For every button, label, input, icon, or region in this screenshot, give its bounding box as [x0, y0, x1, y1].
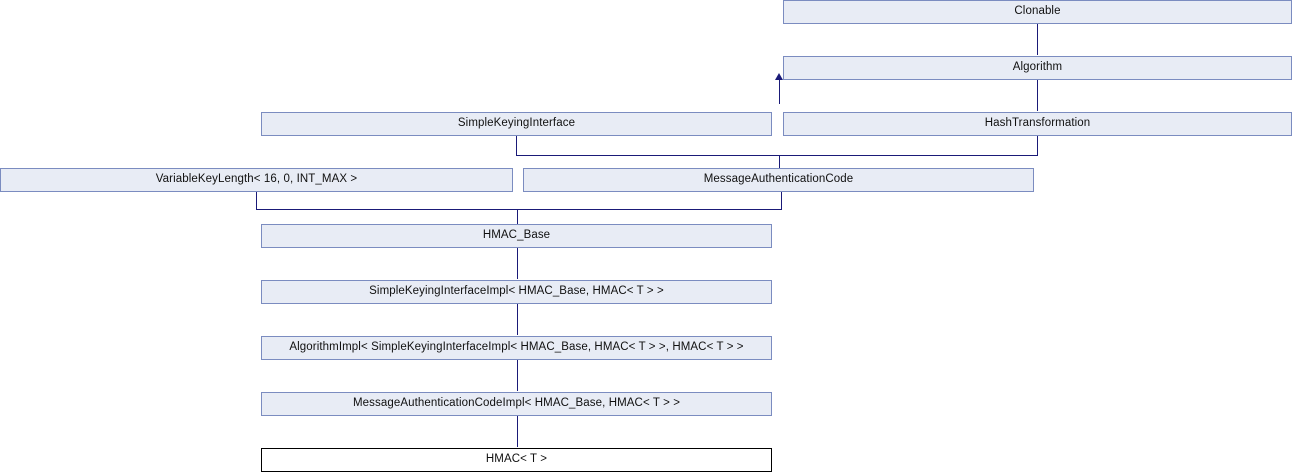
- edge-bus-hmacbase-parents-left-riser: [256, 192, 257, 210]
- node-algorithmimpl[interactable]: AlgorithmImpl< SimpleKeyingInterfaceImpl…: [261, 336, 772, 360]
- node-label: MessageAuthenticationCodeImpl< HMAC_Base…: [352, 397, 681, 410]
- edge-bus-hmacbase-parents-right-riser: [781, 192, 782, 210]
- node-label: VariableKeyLength< 16, 0, INT_MAX >: [155, 173, 358, 186]
- edge-bus-mac-parents-drop: [779, 155, 780, 168]
- node-label: HMAC< T >: [485, 453, 548, 466]
- node-label: MessageAuthenticationCode: [703, 173, 854, 186]
- node-label: SimpleKeyingInterfaceImpl< HMAC_Base, HM…: [369, 285, 664, 298]
- edge-messageauthenticationcodeimpl-to-algorithmimpl: [517, 360, 518, 391]
- node-variablekeylength[interactable]: VariableKeyLength< 16, 0, INT_MAX >: [0, 168, 513, 192]
- arrowhead-algorithm-from-simplekeyinginterface: [775, 73, 783, 80]
- node-clonable[interactable]: Clonable: [783, 0, 1292, 24]
- node-hmac[interactable]: HMAC< T >: [261, 448, 772, 472]
- node-algorithm[interactable]: Algorithm: [783, 56, 1292, 80]
- edge-hmac-to-messageauthenticationcodeimpl: [517, 416, 518, 447]
- node-label: Algorithm: [1012, 61, 1063, 74]
- edge-bus-mac-parents-left-riser: [516, 136, 517, 156]
- edge-simplekeyinginterface-to-algorithm-riser: [779, 80, 780, 104]
- edge-algorithm-to-clonable: [1037, 24, 1038, 55]
- node-simplekeyinginterface[interactable]: SimpleKeyingInterface: [261, 112, 772, 136]
- node-label: Clonable: [1014, 5, 1061, 18]
- edge-bus-hmacbase-parents-drop: [517, 209, 518, 224]
- node-label: AlgorithmImpl< SimpleKeyingInterfaceImpl…: [289, 341, 744, 354]
- node-simplekeyinginterfaceimpl[interactable]: SimpleKeyingInterfaceImpl< HMAC_Base, HM…: [261, 280, 772, 304]
- edge-simplekeyinginterfaceimpl-to-hmacbase: [517, 248, 518, 279]
- edge-bus-mac-parents: [516, 155, 1038, 156]
- edge-hashtransformation-to-algorithm: [1037, 80, 1038, 111]
- node-messageauthenticationcodeimpl[interactable]: MessageAuthenticationCodeImpl< HMAC_Base…: [261, 392, 772, 416]
- node-hashtransformation[interactable]: HashTransformation: [783, 112, 1292, 136]
- edge-bus-hmacbase-parents: [256, 209, 782, 210]
- node-label: SimpleKeyingInterface: [457, 117, 576, 130]
- node-label: HMAC_Base: [482, 229, 551, 242]
- node-label: HashTransformation: [984, 117, 1091, 130]
- edge-algorithmimpl-to-simplekeyinginterfaceimpl: [517, 304, 518, 335]
- edge-bus-mac-parents-right-riser: [1037, 136, 1038, 156]
- node-messageauthenticationcode[interactable]: MessageAuthenticationCode: [523, 168, 1034, 192]
- node-hmacbase[interactable]: HMAC_Base: [261, 224, 772, 248]
